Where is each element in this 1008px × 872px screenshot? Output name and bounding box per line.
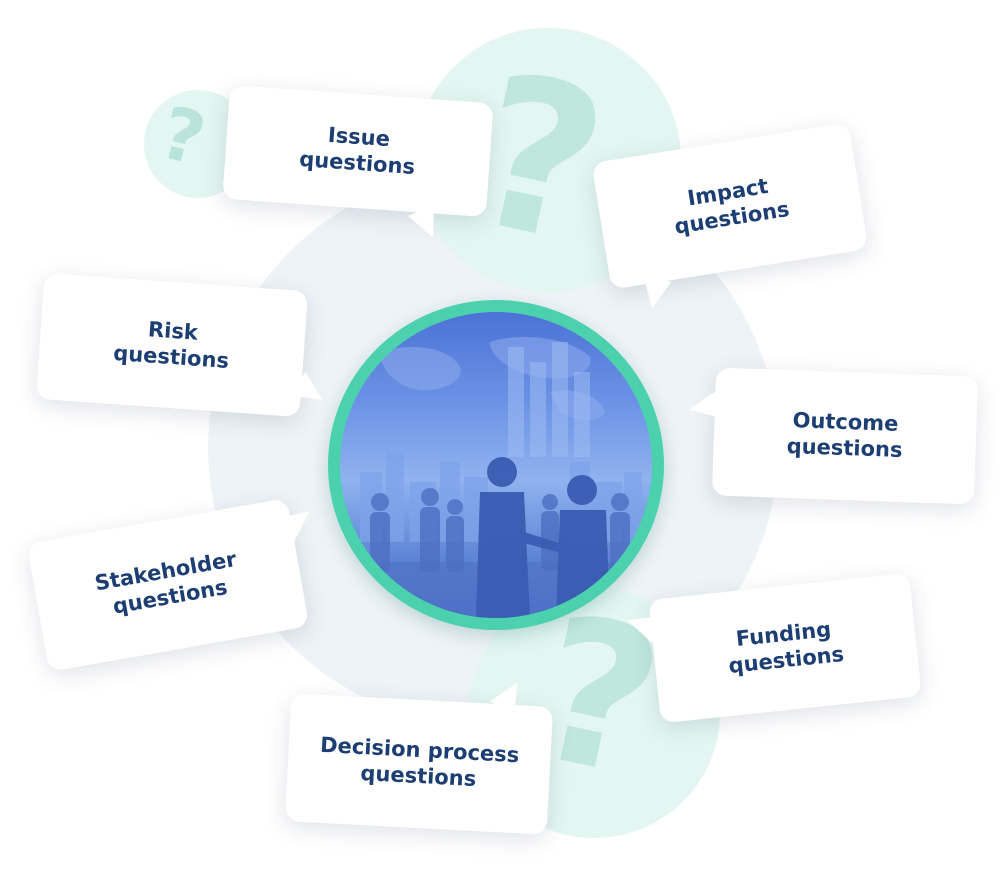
decision-process-questions-bubble: Decision process questions (284, 675, 554, 835)
center-image-ring (328, 300, 664, 630)
business-scene-illustration (340, 337, 652, 618)
funding-questions-bubble: Funding questions (623, 572, 922, 724)
bubble-label: Outcome questions (786, 408, 903, 463)
speech-bubble-tail (686, 390, 722, 424)
outcome-questions-bubble: Outcome questions (686, 367, 979, 505)
bubble-label: Funding questions (727, 617, 846, 678)
bubble-label: Risk questions (112, 317, 230, 373)
bubble-label: Stakeholder questions (93, 547, 239, 619)
bubble-label: Issue questions (298, 123, 416, 179)
risk-questions-bubble: Risk questions (35, 272, 331, 418)
bubble-label: Decision process questions (319, 733, 520, 791)
speech-bubble-tail (638, 276, 672, 312)
bubble-label: Impact questions (672, 174, 791, 239)
issue-questions-bubble: Issue questions (222, 84, 494, 244)
business-handshake-image (340, 312, 652, 618)
stakeholder-questions-bubble: Stakeholder questions (26, 498, 319, 672)
